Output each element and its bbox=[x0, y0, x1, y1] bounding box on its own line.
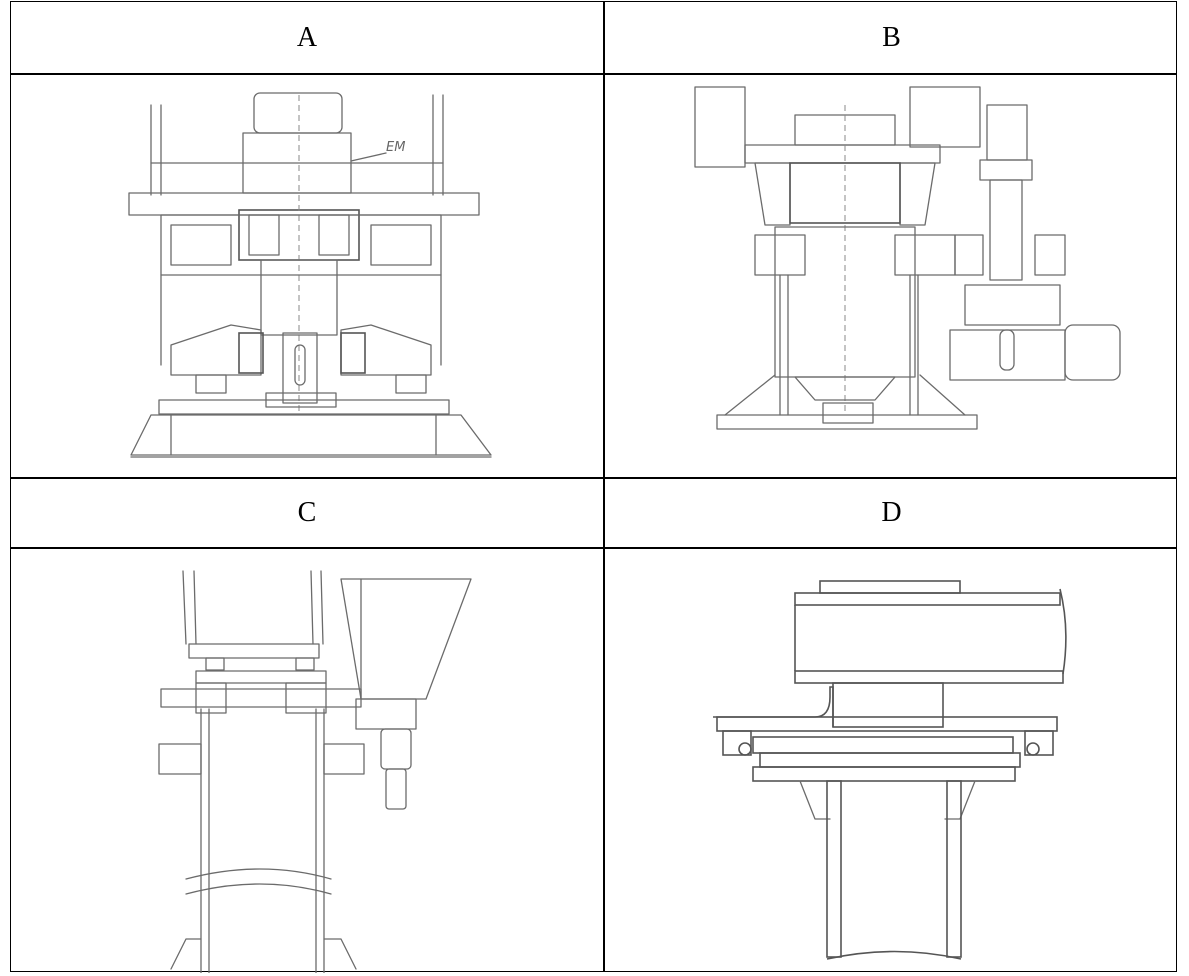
sketch-a: EM bbox=[11, 75, 603, 477]
drawing-b bbox=[694, 86, 1121, 430]
drawing-c bbox=[158, 570, 472, 973]
sketch-d bbox=[605, 549, 1178, 973]
row-divider-3 bbox=[11, 547, 1176, 549]
cell-label-d: D bbox=[881, 497, 902, 528]
drawing-d bbox=[713, 580, 1067, 960]
sketch-b bbox=[605, 75, 1178, 477]
cell-label-b: B bbox=[882, 21, 901, 53]
cell-label-a: A bbox=[296, 21, 318, 53]
sketch-c bbox=[11, 549, 603, 973]
drawing-a: EM bbox=[128, 92, 492, 458]
row-divider-2 bbox=[11, 477, 1176, 479]
row-divider-1 bbox=[11, 73, 1176, 75]
svg-text:EM: EM bbox=[386, 140, 405, 155]
column-divider bbox=[603, 2, 605, 971]
figure-table: A B C D EM bbox=[10, 1, 1178, 973]
cell-label-c: C bbox=[297, 497, 317, 528]
